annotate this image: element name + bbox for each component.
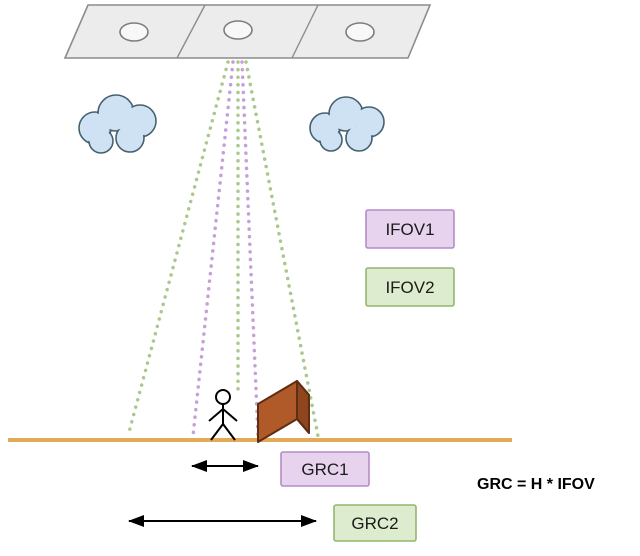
- sensor-strip-icon: [63, 4, 432, 59]
- cloud-icon: [78, 94, 157, 154]
- ifov2-label-box: IFOV2: [365, 267, 455, 307]
- stick-figure-icon: [208, 389, 238, 441]
- grc1-label-box: GRC1: [280, 451, 370, 487]
- ifov2-cone: [126, 60, 320, 438]
- sensor-aperture-icon: [345, 22, 375, 42]
- sensor-divider: [176, 4, 206, 59]
- sensor-aperture-icon: [119, 22, 149, 42]
- ifov2-label: IFOV2: [385, 278, 434, 297]
- sensor-aperture-icon: [223, 20, 253, 40]
- grc2-label-box: GRC2: [333, 504, 417, 542]
- grc1-label: GRC1: [301, 460, 348, 479]
- grc-formula: GRC = H * IFOV: [477, 476, 595, 493]
- ifov1-label-box: IFOV1: [365, 209, 455, 249]
- sensor-divider: [291, 4, 319, 59]
- ifov1-label: IFOV1: [385, 220, 434, 239]
- ifov2-cone-right: [244, 60, 320, 438]
- ifov1-cone-right: [240, 60, 260, 438]
- ifov1-cone: [191, 60, 260, 438]
- ifov1-cone-left: [191, 60, 235, 438]
- cloud-icon: [309, 96, 385, 152]
- brick-icon: [257, 380, 310, 443]
- grc2-label: GRC2: [351, 514, 398, 533]
